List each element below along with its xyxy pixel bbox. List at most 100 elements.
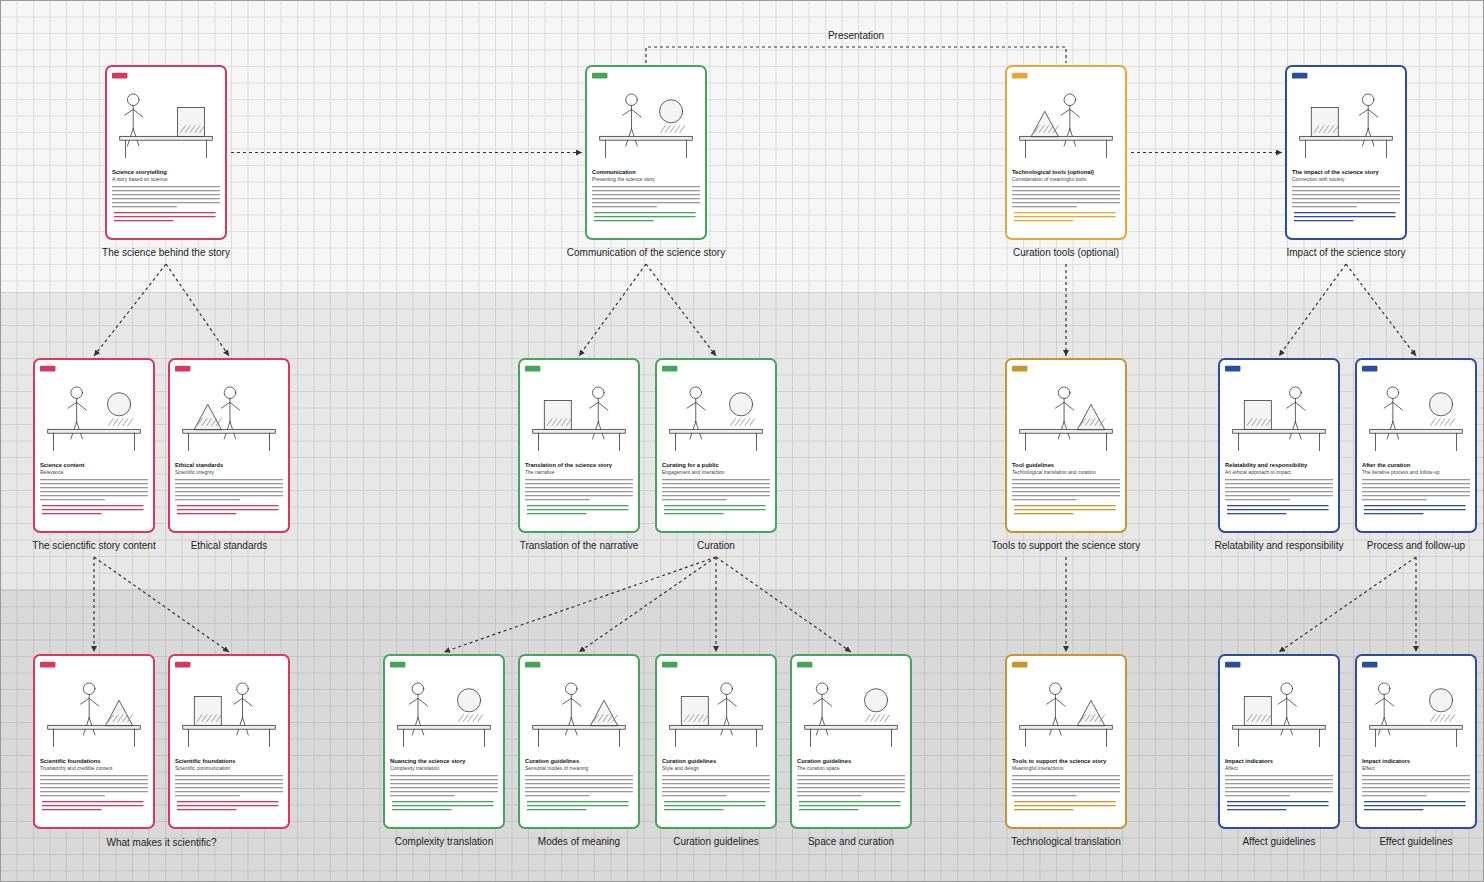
card-label: Technological translation <box>945 836 1187 848</box>
body-text-line <box>1292 190 1400 191</box>
sketch-table-legs <box>1306 140 1387 157</box>
sketch-table-legs <box>606 140 687 157</box>
card-text-lines <box>1012 773 1120 823</box>
sketch <box>670 387 763 451</box>
sketch-hatch <box>660 126 665 133</box>
body-text-line <box>1362 783 1470 784</box>
sketch <box>1233 683 1326 747</box>
card-text-lines <box>1012 184 1120 234</box>
sketch-head <box>690 387 702 399</box>
layer-tag <box>1012 662 1027 668</box>
question-line <box>177 505 279 506</box>
body-text-line <box>592 190 700 191</box>
sketch-hatch <box>216 715 221 722</box>
body-text-line <box>525 787 633 788</box>
sketch-hatch <box>703 715 708 722</box>
sketch-table <box>805 725 898 729</box>
card-illustration <box>525 660 633 756</box>
body-text-line <box>1292 206 1357 207</box>
sketch-hatch <box>1450 419 1455 426</box>
card-text-lines <box>1225 773 1333 823</box>
body-text-line <box>1012 206 1077 207</box>
sketch-hatch <box>118 715 123 722</box>
card-title: Tools to support the science story <box>1012 758 1120 765</box>
sketch-hatch <box>689 715 694 722</box>
sketch-table <box>183 429 276 433</box>
sketch-hatch <box>1324 126 1329 133</box>
sketch-hatch <box>212 715 217 722</box>
question-line <box>42 809 101 810</box>
body-text-line <box>40 479 148 480</box>
body-text-line <box>1012 198 1120 199</box>
card-label: The scienctific story content <box>0 540 215 552</box>
sketch-hatch <box>200 126 205 133</box>
card-node: Science storytellingA story based on sci… <box>105 65 227 259</box>
group-label: What makes it scientific? <box>33 837 290 849</box>
card-illustration <box>1292 71 1400 167</box>
sketch-hatch <box>1266 715 1271 722</box>
sketch-hatch <box>1039 126 1044 133</box>
question-line <box>799 809 858 810</box>
card-text-lines <box>175 773 283 823</box>
card-subtitle: A story based on science <box>112 176 220 182</box>
card-node: Science contentRelevanceThe scienctific … <box>33 358 155 552</box>
card-subtitle: Engagement and interaction <box>662 469 770 475</box>
card-title: After the curation <box>1362 462 1470 469</box>
question-line <box>664 505 766 506</box>
question-line <box>1014 509 1116 510</box>
card-frame: Science storytellingA story based on sci… <box>105 65 227 240</box>
card-subtitle: Trustworthy and credible content <box>40 765 148 771</box>
sketch-head <box>626 94 638 106</box>
body-text-line <box>1012 190 1120 191</box>
sketch-hatch <box>699 715 704 722</box>
sketch-table-legs <box>1239 729 1320 746</box>
body-text-line <box>592 202 700 203</box>
sketch-head <box>1387 387 1399 399</box>
body-text-line <box>1225 495 1333 496</box>
sketch-screen <box>544 400 571 429</box>
sketch <box>183 387 276 451</box>
card-frame: Nuancing the science storyComplexity tra… <box>383 654 505 829</box>
card-subtitle: The iterative process and follow-up <box>1362 469 1470 475</box>
card-label: Complexity translation <box>323 836 565 848</box>
question-line <box>527 805 629 806</box>
layer-tag <box>1012 366 1027 372</box>
card-illustration <box>592 71 700 167</box>
body-text-line <box>40 787 148 788</box>
body-text-line <box>175 779 283 780</box>
sketch-hatch <box>875 715 880 722</box>
layer-tag <box>525 662 540 668</box>
dashed-connector <box>716 557 851 652</box>
dashed-connector <box>94 264 166 356</box>
sketch-hatch <box>670 126 675 133</box>
body-text-line <box>112 206 177 207</box>
sketch-table-legs <box>54 729 135 746</box>
card-subtitle: Complexity translation <box>390 765 498 771</box>
question-line <box>799 801 901 802</box>
layer-tag <box>1362 366 1377 372</box>
card-node: Scientific foundationsTrustworthy and cr… <box>33 654 155 829</box>
body-text-line <box>1225 787 1333 788</box>
question-line <box>799 805 901 806</box>
question-line <box>527 801 629 802</box>
sketch-hatch <box>1430 715 1435 722</box>
body-text-line <box>1012 795 1077 796</box>
sketch-head <box>237 683 249 695</box>
body-text-line <box>40 499 105 500</box>
body-text-line <box>1362 499 1427 500</box>
sketch-hatch <box>608 715 613 722</box>
dashed-connector <box>646 47 1066 63</box>
card-subtitle: Connection with society <box>1292 176 1400 182</box>
card-frame: Curation guidelinesStyle and design <box>655 654 777 829</box>
layer-tag <box>1012 73 1027 79</box>
card-title: Science content <box>40 462 148 469</box>
sketch-hatch <box>1329 126 1334 133</box>
card-subtitle: The narrative <box>525 469 633 475</box>
card-text-lines <box>525 773 633 823</box>
sketch-head <box>412 683 424 695</box>
card-illustration <box>1225 364 1333 460</box>
sketch-hatch <box>1445 419 1450 426</box>
body-text-line <box>525 487 633 488</box>
question-line <box>1014 801 1116 802</box>
sketch-bubble <box>108 393 131 416</box>
